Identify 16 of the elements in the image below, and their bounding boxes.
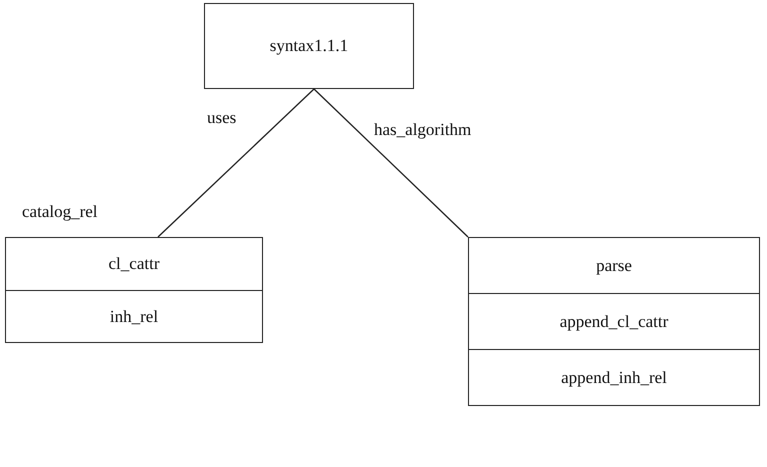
class-compartment [468, 293, 760, 350]
node-text: cl_cattr [108, 254, 160, 274]
role-label: catalog_rel [20, 202, 100, 222]
class-compartment [204, 3, 414, 89]
node-text: append_inh_rel [561, 368, 667, 388]
class-compartment [5, 237, 263, 291]
edge-label: has_algorithm [372, 120, 474, 140]
connector-line [314, 88, 468, 238]
class-compartment [468, 349, 760, 406]
class-compartment [468, 237, 760, 294]
connector-line [158, 88, 314, 238]
node-text: parse [596, 256, 632, 276]
class-compartment [5, 290, 263, 343]
node-text: syntax1.1.1 [270, 36, 348, 56]
node-text: inh_rel [110, 306, 158, 326]
node-text: append_cl_cattr [560, 312, 668, 332]
